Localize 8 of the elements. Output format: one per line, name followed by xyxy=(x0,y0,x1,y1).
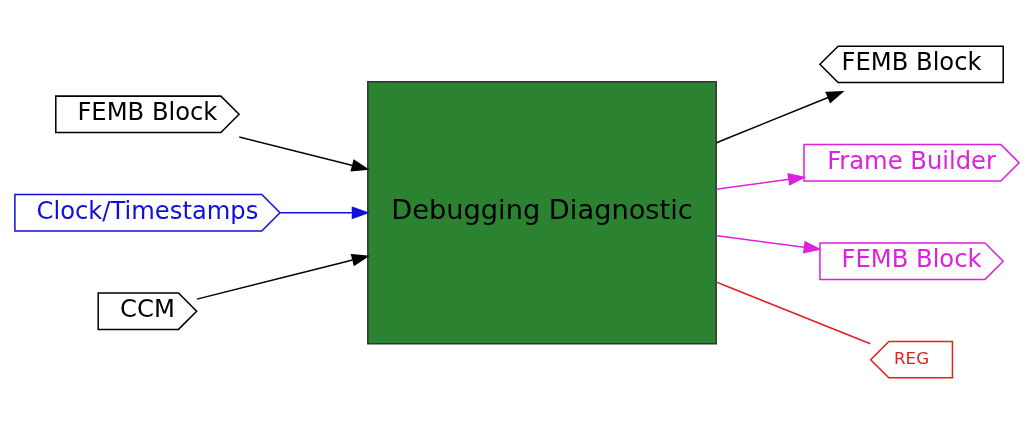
arrow xyxy=(279,205,370,219)
arrow xyxy=(715,234,822,253)
arrow xyxy=(715,90,845,143)
node-box: Debugging Diagnostic xyxy=(367,80,717,345)
arrow xyxy=(238,135,370,172)
arrow xyxy=(715,172,807,190)
arrow xyxy=(196,253,370,300)
connector xyxy=(715,280,872,344)
